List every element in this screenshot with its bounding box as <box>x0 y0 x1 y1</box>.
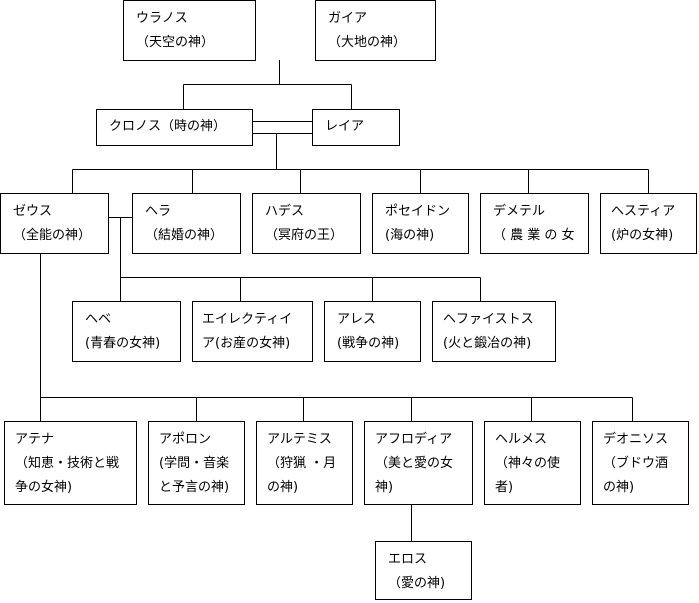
description: （神々の使 <box>495 456 561 471</box>
description: （狩猟 ・月 <box>267 456 337 471</box>
cronus-rhea-to-children <box>72 133 649 193</box>
god-apollo: アポロン (学問・音楽と予言の神) <box>148 421 245 505</box>
name: エロス <box>388 552 428 567</box>
name: アルテミス <box>267 432 332 447</box>
name: ヘラ <box>145 204 172 219</box>
zeus-to-children <box>40 253 633 421</box>
god-hermes: ヘルメス （神々の使者) <box>484 421 581 505</box>
description: (学問・音楽 <box>159 456 230 471</box>
god-dionysus: デオニソス （ブドウ酒の神) <box>592 421 689 505</box>
god-hades: ハデス （冥府の王） <box>252 193 361 254</box>
god-uranus: ウラノス （天空の神） <box>123 0 256 61</box>
description-line-2: 神) <box>375 480 394 495</box>
name: アテナ <box>15 432 55 447</box>
name: ハデス <box>265 204 305 219</box>
cronus-rhea-marriage <box>252 121 312 134</box>
description-line-2: 争の女神) <box>15 480 73 495</box>
description: （全能の神） <box>13 228 92 243</box>
god-athena: アテナ （知恵・技術と戦争の女神) <box>4 421 137 505</box>
name: ヘファイストス <box>443 312 534 327</box>
description: （天空の神） <box>136 35 215 50</box>
name: デメテル <box>493 204 546 219</box>
name: ヘルメス <box>495 432 548 447</box>
description: （冥府の王） <box>265 228 344 243</box>
name: ポセイドン <box>385 204 451 219</box>
name: アポロン <box>159 432 212 447</box>
name: ウラノス <box>136 11 188 26</box>
god-demeter: デメテル （ 農 業 の 女 <box>480 193 589 254</box>
name: エイレクティイ <box>202 312 293 327</box>
god-aphrodite: アフロディア （美と愛の女神) <box>364 421 473 505</box>
god-cronus: クロノス（時の神） <box>96 109 253 146</box>
description: （ 農 業 の 女 <box>493 228 575 243</box>
name: デオニソス <box>603 432 669 447</box>
god-zeus: ゼウス （全能の神） <box>0 193 109 254</box>
description-line-2: の神) <box>603 480 635 495</box>
god-ares: アレス (戦争の神) <box>324 301 421 362</box>
description-line-2: 者) <box>495 480 514 495</box>
description: （愛の神) <box>388 576 446 591</box>
god-gaia: ガイア （大地の神） <box>315 0 436 61</box>
description: （結婚の神） <box>145 228 224 243</box>
god-hebe: ヘベ (青春の女神) <box>72 301 181 362</box>
name: アフロディア <box>375 432 453 447</box>
god-hestia: ヘスティア (炉の女神) <box>600 193 697 254</box>
description: （大地の神） <box>328 35 407 50</box>
description: （ブドウ酒 <box>603 456 669 471</box>
name: アレス <box>337 312 377 327</box>
description: (海の神) <box>385 228 435 243</box>
god-artemis: アルテミス （狩猟 ・月の神) <box>256 421 353 505</box>
name: ヘスティア <box>611 204 676 219</box>
god-hera: ヘラ （結婚の神） <box>132 193 241 254</box>
god-eileithyia: エイレクティイア(お産の女神) <box>192 301 313 362</box>
description: (戦争の神) <box>337 336 400 351</box>
name: クロノス（時の神） <box>109 119 227 134</box>
description: (炉の女神) <box>611 228 674 243</box>
name: ゼウス <box>13 204 53 219</box>
name: ガイア <box>328 11 368 26</box>
god-poseidon: ポセイドン (海の神) <box>372 193 469 254</box>
description-line-2: と予言の神) <box>159 480 230 495</box>
description: （知恵・技術と戦 <box>15 456 120 471</box>
description: （美と愛の女 <box>375 456 454 471</box>
god-hephaestus: ヘファイストス (火と鍛冶の神) <box>432 301 556 362</box>
description-line-2: の神) <box>267 480 299 495</box>
description: ア(お産の女神) <box>202 336 291 351</box>
god-rhea: レイア <box>312 109 400 146</box>
description: (青春の女神) <box>85 336 161 351</box>
god-eros: エロス （愛の神) <box>375 541 472 600</box>
name: レイア <box>325 119 365 134</box>
name: ヘベ <box>85 312 112 327</box>
zeus-hera-marriage <box>108 217 481 301</box>
uranus-gaia-to-children <box>183 60 352 109</box>
description: (火と鍛冶の神) <box>443 336 532 351</box>
